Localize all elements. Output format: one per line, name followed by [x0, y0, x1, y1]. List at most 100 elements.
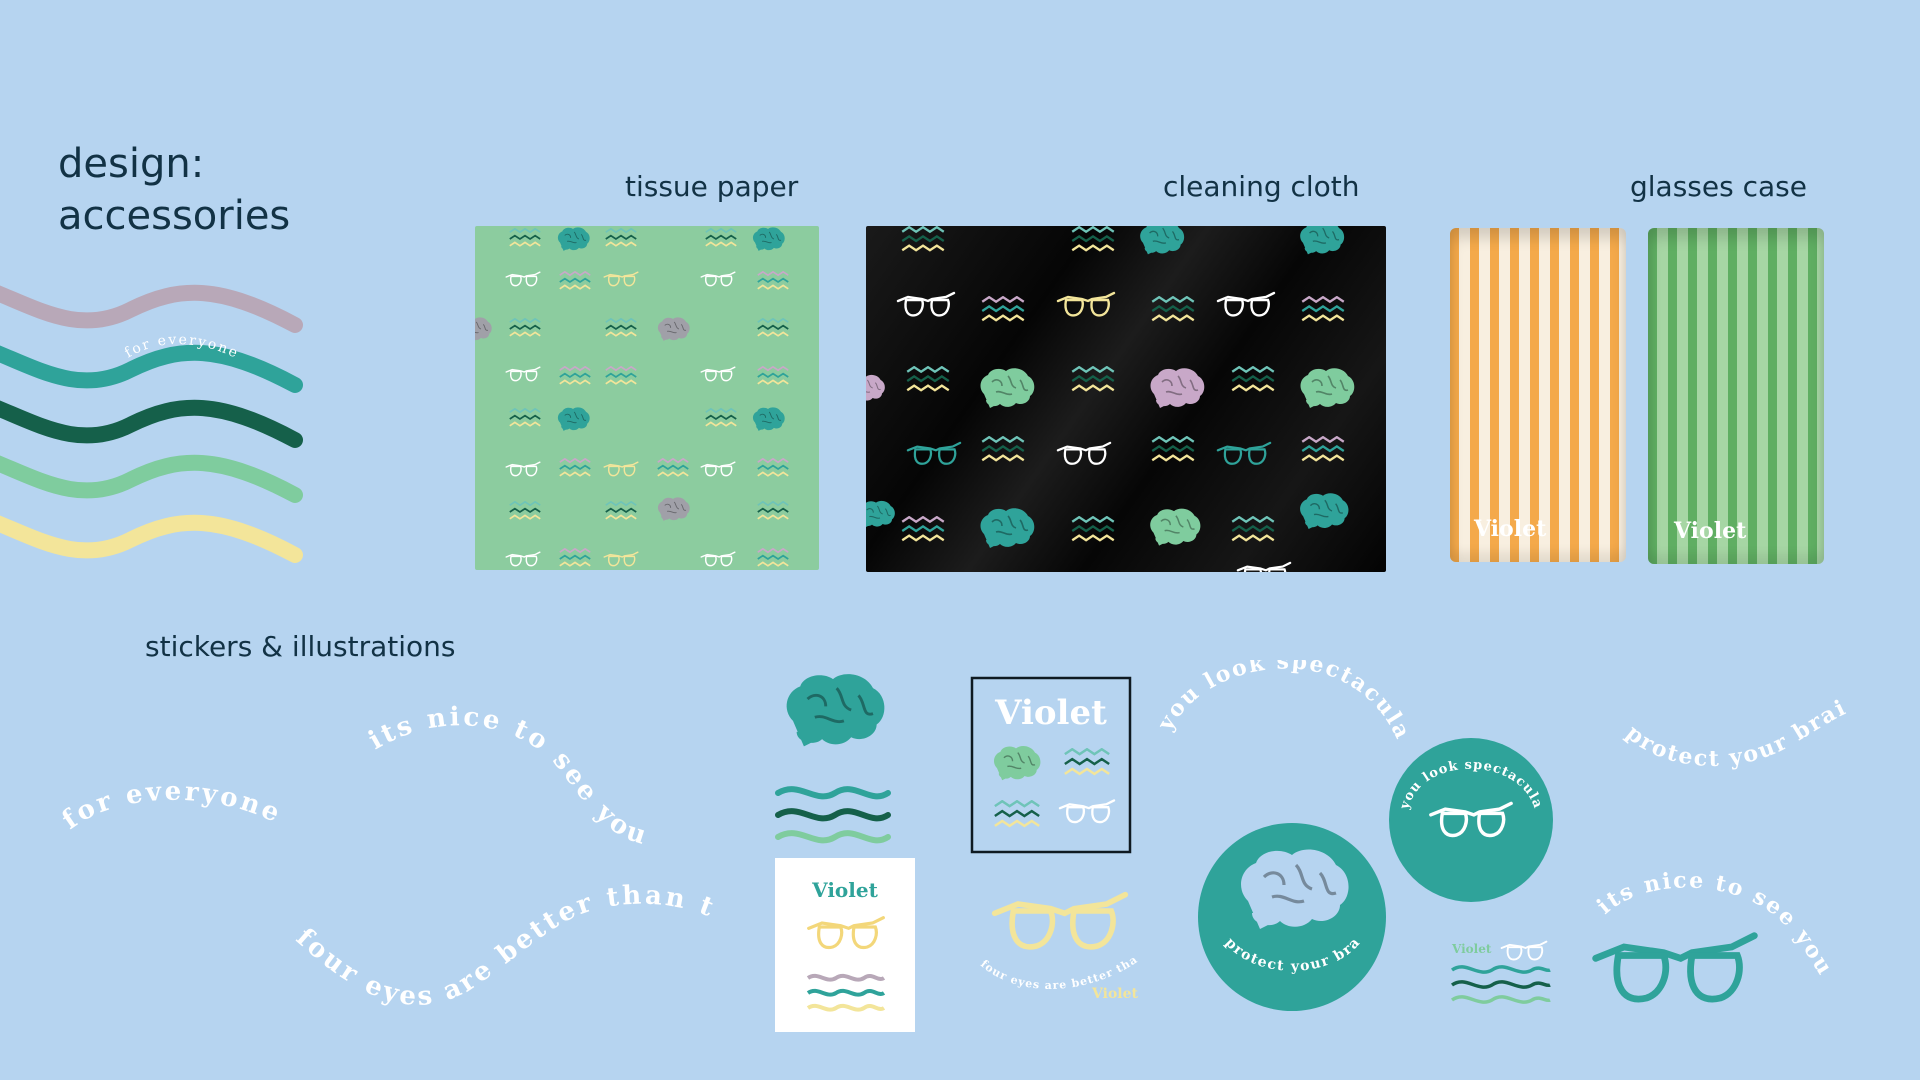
- brain-icon: [1299, 367, 1356, 409]
- wave-icon: [900, 226, 946, 252]
- nice-to-see-text: its nice to see you: [364, 702, 653, 852]
- brain-icon: [1239, 847, 1351, 931]
- wave-icon: [756, 271, 790, 290]
- glasses-icon: [700, 461, 736, 477]
- brain-icon: [785, 672, 886, 748]
- brain-icon: [1149, 367, 1206, 409]
- wave-icon: [1070, 366, 1116, 392]
- brain-icon: [1299, 492, 1350, 530]
- wave-icon: [1230, 516, 1276, 542]
- wave-icon: [756, 366, 790, 385]
- glasses-case-orange: Violet: [1450, 228, 1626, 562]
- glasses-icon: [700, 366, 736, 382]
- wave-icon: [756, 458, 790, 477]
- wave-icon: [508, 228, 542, 247]
- wave-icon: [756, 318, 790, 337]
- glasses-case-heading: glasses case: [1630, 170, 1807, 203]
- wave-icon: [1150, 436, 1196, 462]
- tissue-paper-pattern: [475, 226, 819, 570]
- wave-icon: [604, 228, 638, 247]
- wave-icon: [1230, 366, 1276, 392]
- wave-icon: [1300, 436, 1346, 462]
- wave-icon: [993, 800, 1041, 828]
- wave-icon: [775, 808, 891, 822]
- glasses-icon: [700, 551, 736, 567]
- wave-icon: [558, 548, 592, 567]
- glasses-icon: [1056, 291, 1116, 317]
- brain-icon: [657, 316, 691, 342]
- glasses-icon: [505, 551, 541, 567]
- glasses-icon: [1056, 441, 1112, 465]
- glasses-icon: [505, 366, 541, 382]
- glasses-icon: [1236, 561, 1292, 572]
- wave-yellow: [0, 514, 303, 563]
- wave-icon: [980, 436, 1026, 462]
- nice-to-see-right-text: its nice to see you: [1592, 867, 1839, 980]
- violet-card: [775, 858, 915, 1032]
- glasses-icon: [896, 291, 956, 317]
- wave-teal: [0, 344, 303, 393]
- stickers-area: for everyone its nice to see you four ey…: [0, 660, 1851, 1032]
- wave-dark-green: [0, 399, 303, 448]
- brain-icon: [1139, 226, 1185, 256]
- glasses-icon: [603, 461, 639, 477]
- brain-icon: [866, 500, 896, 528]
- case-brand-label: Violet: [1474, 516, 1547, 542]
- glasses-icon: [1216, 441, 1272, 465]
- wave-icon: [704, 408, 738, 427]
- brain-icon: [557, 226, 591, 252]
- spectacular-text: you look spectacular: [0, 660, 1416, 744]
- brain-icon: [557, 406, 591, 432]
- wave-mauve: [0, 284, 303, 333]
- wave-icon: [508, 318, 542, 337]
- brain-icon: [1149, 507, 1202, 547]
- protect-brain-circle-text: protect your brain: [0, 660, 1364, 975]
- wave-icon: [508, 408, 542, 427]
- mini-brand-label: Violet: [1451, 942, 1492, 956]
- sticker-brand-label: Violet: [1091, 986, 1138, 1002]
- wave-icon: [604, 501, 638, 520]
- wave-icon: [558, 458, 592, 477]
- wave-icon: [604, 318, 638, 337]
- brain-icon: [1299, 226, 1345, 256]
- brain-icon: [979, 507, 1036, 549]
- for-everyone-text: for everyone: [57, 777, 287, 836]
- wave-icon: [604, 366, 638, 385]
- brain-icon: [752, 406, 786, 432]
- glasses-icon: [505, 271, 541, 287]
- protect-brain-text: protect your brain: [0, 660, 1851, 772]
- glasses-icon: [700, 271, 736, 287]
- brain-icon: [475, 316, 493, 342]
- wave-icon: [558, 271, 592, 290]
- wave-icon: [1063, 748, 1111, 776]
- glasses-icon: [603, 551, 639, 567]
- wave-icon: [1070, 516, 1116, 542]
- wave-mint: [0, 454, 303, 503]
- wave-icon: [900, 516, 946, 542]
- wave-icon: [1150, 296, 1196, 322]
- wave-icon: [508, 501, 542, 520]
- brain-icon: [866, 374, 886, 403]
- cleaning-cloth-pattern: [866, 226, 1386, 572]
- case-brand-label: Violet: [1674, 518, 1747, 544]
- glasses-icon: [603, 271, 639, 287]
- wave-icon: [905, 366, 951, 392]
- glasses-icon: [1596, 936, 1755, 999]
- wave-icon: [1300, 296, 1346, 322]
- title-line-2: accessories: [58, 193, 291, 239]
- spectacular-sticker: [1389, 738, 1553, 902]
- frame-brand-label: Violet: [994, 693, 1107, 733]
- glasses-icon: [1216, 291, 1276, 317]
- wave-icon: [756, 548, 790, 567]
- glasses-icon: [1500, 940, 1548, 961]
- brain-icon: [752, 226, 786, 252]
- glasses-icon: [906, 441, 962, 465]
- wave-icon: [775, 786, 891, 800]
- brain-icon: [657, 496, 691, 522]
- four-eyes-small-text: four eyes are better than two: [0, 660, 1140, 992]
- glasses-case-green: Violet: [1648, 228, 1824, 564]
- glasses-icon: [995, 895, 1126, 947]
- card-brand-label: Violet: [811, 878, 878, 902]
- glasses-icon: [505, 461, 541, 477]
- violet-frame-box: [970, 676, 1132, 854]
